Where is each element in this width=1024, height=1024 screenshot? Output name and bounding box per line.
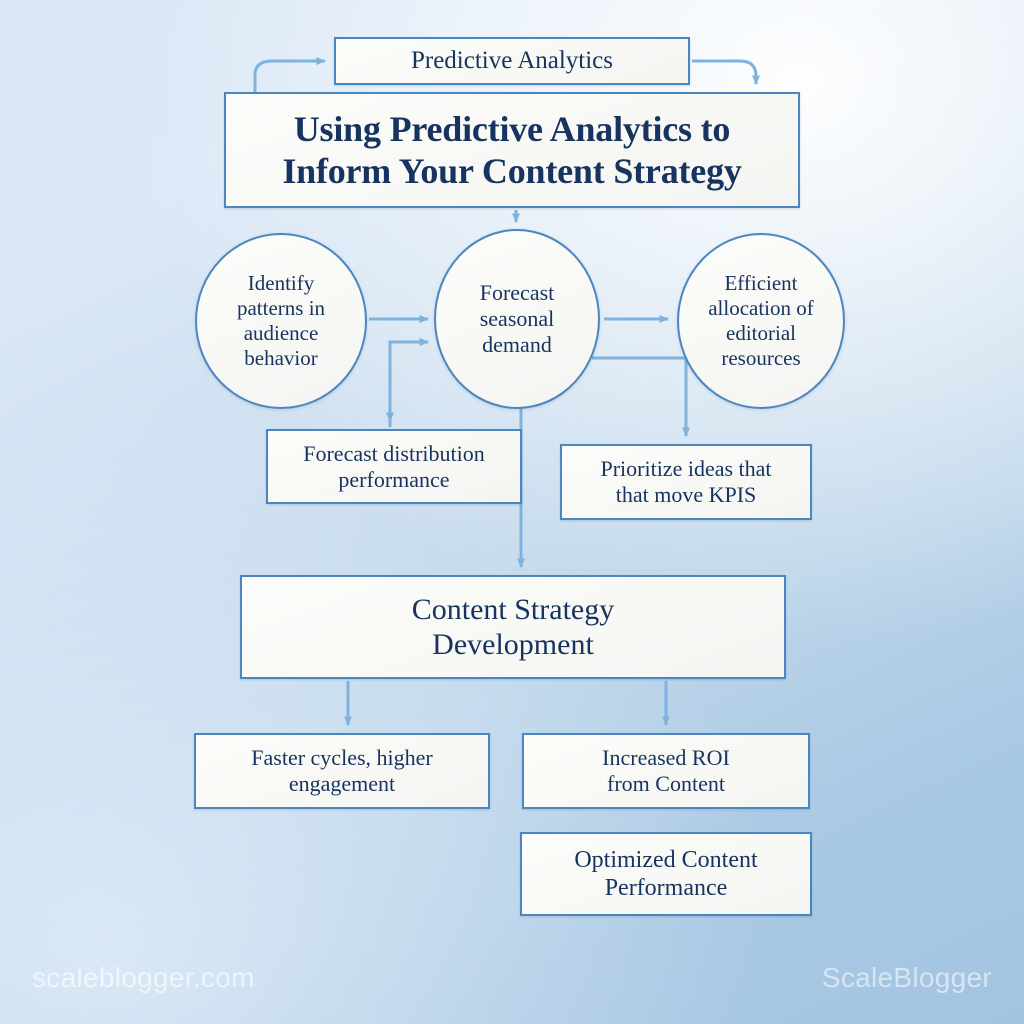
node-prioritize-ideas-line1: Prioritize ideas that [600, 456, 772, 482]
node-identify-patterns-line4: behavior [244, 345, 318, 370]
node-title[interactable]: Using Predictive Analytics to Inform You… [224, 92, 800, 208]
node-faster-cycles-text: Faster cycles, higher engagement [245, 745, 438, 797]
node-efficient-allocation-line3: editorial [726, 321, 796, 345]
node-prioritize-ideas-line2: that move KPIS [615, 482, 757, 507]
node-forecast-seasonal-demand-line3: demand [482, 331, 552, 357]
node-title-text: Using Predictive Analytics to Inform You… [276, 108, 747, 193]
node-efficient-allocation-line2: allocation of [708, 296, 814, 321]
node-prioritize-ideas[interactable]: Prioritize ideas that that move KPIS [560, 444, 812, 520]
node-predictive-analytics-label: Predictive Analytics [410, 47, 614, 75]
node-content-strategy-development-line1: Content Strategy [411, 592, 615, 626]
node-optimized-content-performance-line2: Performance [604, 875, 728, 901]
node-increased-roi-line1: Increased ROI [602, 745, 730, 771]
node-identify-patterns[interactable]: Identify patterns in audience behavior [195, 233, 367, 409]
node-forecast-distribution-text: Forecast distribution performance [297, 441, 490, 493]
edge-predictive-to-title [692, 59, 760, 85]
node-forecast-seasonal-demand-line1: Forecast [479, 280, 555, 306]
edge-forecast-to-prioritize [592, 356, 690, 437]
node-identify-patterns-text: Identify patterns in audience behavior [231, 271, 331, 370]
node-forecast-seasonal-demand[interactable]: Forecast seasonal demand [434, 229, 600, 409]
node-increased-roi-text: Increased ROI from Content [596, 745, 736, 797]
node-title-line1: Using Predictive Analytics to [293, 108, 731, 149]
node-identify-patterns-line2: patterns in [236, 296, 326, 321]
node-content-strategy-development[interactable]: Content Strategy Development [240, 575, 786, 679]
node-forecast-seasonal-demand-text: Forecast seasonal demand [474, 280, 561, 358]
node-faster-cycles-line2: engagement [288, 771, 396, 796]
node-efficient-allocation-line4: resources [721, 345, 801, 370]
watermark-brand: ScaleBlogger [821, 962, 992, 993]
node-identify-patterns-line3: audience [243, 321, 319, 345]
node-efficient-allocation-text: Efficient allocation of editorial resour… [702, 271, 820, 370]
node-efficient-allocation[interactable]: Efficient allocation of editorial resour… [677, 233, 845, 409]
node-forecast-distribution-line2: performance [338, 466, 450, 492]
node-forecast-seasonal-demand-line2: seasonal [479, 306, 555, 332]
node-prioritize-ideas-text: Prioritize ideas that that move KPIS [594, 456, 777, 508]
node-faster-cycles[interactable]: Faster cycles, higher engagement [194, 733, 490, 809]
node-optimized-content-performance-line1: Optimized Content [574, 846, 758, 873]
edge-title-to-predictive [253, 57, 326, 95]
edge-distribution-to-forecast [388, 338, 429, 427]
node-content-strategy-development-line2: Development [432, 628, 594, 661]
node-title-line2: Inform Your Content Strategy [282, 151, 742, 191]
node-predictive-analytics[interactable]: Predictive Analytics [334, 37, 690, 85]
node-optimized-content-performance[interactable]: Optimized Content Performance [520, 832, 812, 916]
node-optimized-content-performance-text: Optimized Content Performance [568, 846, 763, 903]
node-increased-roi-line2: from Content [607, 771, 725, 796]
node-identify-patterns-line1: Identify [247, 271, 315, 296]
node-increased-roi[interactable]: Increased ROI from Content [522, 733, 810, 809]
watermark-site: scaleblogger.com [32, 962, 255, 993]
node-content-strategy-development-text: Content Strategy Development [406, 592, 620, 663]
node-faster-cycles-line1: Faster cycles, higher [251, 745, 433, 771]
node-forecast-distribution-line1: Forecast distribution [303, 440, 485, 466]
node-forecast-distribution[interactable]: Forecast distribution performance [266, 429, 522, 504]
node-efficient-allocation-line1: Efficient [724, 271, 798, 296]
